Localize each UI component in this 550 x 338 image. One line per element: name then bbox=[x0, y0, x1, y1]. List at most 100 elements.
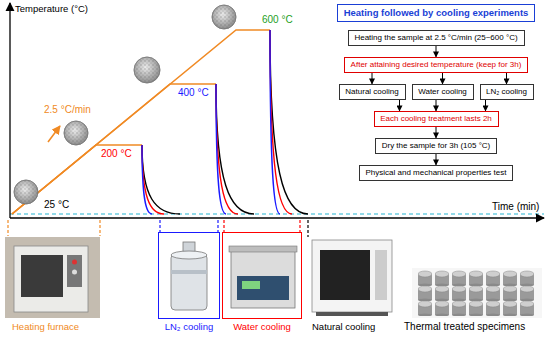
specimen bbox=[418, 301, 432, 317]
process-box: Water cooling bbox=[412, 84, 474, 100]
specimen bbox=[486, 301, 500, 317]
connector bbox=[506, 73, 507, 84]
heating-curves bbox=[12, 30, 270, 214]
natural-cooling-curve bbox=[270, 30, 308, 214]
box-text: Heating the sample at 2.5 °C/min (25~600… bbox=[354, 33, 519, 43]
oven-window bbox=[320, 250, 370, 300]
photo-caption: Thermal treated specimens bbox=[404, 321, 525, 333]
box-text: LN₂ cooling bbox=[486, 87, 528, 97]
oven-body bbox=[312, 240, 392, 312]
photo-ground bbox=[412, 268, 542, 318]
oven-photo bbox=[312, 240, 392, 316]
specimen bbox=[486, 271, 500, 287]
connector bbox=[399, 100, 400, 111]
specimen-image bbox=[64, 121, 88, 145]
specimen-texture bbox=[64, 121, 88, 145]
rate-arrow bbox=[48, 126, 60, 142]
process-box: Physical and mechanical properties test bbox=[359, 165, 513, 181]
process-box: LN₂ cooling bbox=[480, 84, 534, 100]
box-text: Water cooling bbox=[418, 87, 468, 97]
photo-caption: Natural cooling bbox=[312, 321, 375, 332]
bath-body bbox=[231, 250, 295, 308]
specimen-image bbox=[212, 5, 236, 29]
room-temperature-line bbox=[10, 213, 544, 214]
specimen bbox=[503, 301, 517, 317]
furnace-knob bbox=[72, 260, 77, 265]
note-box: After attaining desired temperature (kee… bbox=[344, 57, 528, 73]
heating-curve bbox=[12, 145, 142, 214]
rate-label: 2.5 °C/min bbox=[44, 104, 91, 116]
temperature-label: 25 °C bbox=[44, 199, 69, 211]
specimen bbox=[435, 271, 449, 287]
axis-title: Temperature (°C) bbox=[15, 3, 88, 14]
temperature-label: 200 °C bbox=[101, 148, 132, 160]
bath-lid bbox=[229, 246, 297, 252]
photo-outline bbox=[158, 232, 220, 319]
y-axis bbox=[9, 3, 10, 218]
photo-caption: Heating furnace bbox=[12, 321, 79, 332]
specimen bbox=[452, 271, 466, 287]
connector bbox=[436, 154, 437, 165]
temperature-label: 400 °C bbox=[178, 87, 209, 99]
specimen bbox=[452, 301, 466, 317]
dewar-band bbox=[171, 270, 207, 274]
specimen bbox=[520, 271, 534, 287]
specimen bbox=[520, 286, 534, 302]
process-box: Heating the sample at 2.5 °C/min (25~600… bbox=[348, 30, 525, 46]
connector bbox=[436, 46, 437, 57]
dewar-body bbox=[171, 254, 207, 310]
photo-frame: Water cooling bbox=[222, 232, 302, 332]
furnace-body bbox=[14, 246, 88, 312]
specimen bbox=[435, 286, 449, 302]
bath-panel bbox=[237, 276, 289, 300]
ln2-cooling-curve bbox=[142, 145, 152, 214]
box-text: Dry the sample for 3h (105 °C) bbox=[381, 141, 491, 151]
axis-title: Time (min) bbox=[492, 201, 539, 213]
photo-caption: Water cooling bbox=[222, 321, 302, 332]
specimen-images bbox=[14, 5, 236, 204]
ln2-cooling-curve bbox=[270, 30, 280, 214]
specimen bbox=[469, 286, 483, 302]
ln2-cooling-curve bbox=[216, 84, 226, 214]
specimen bbox=[418, 271, 432, 287]
specimen bbox=[418, 286, 432, 302]
note-box: Each cooling treatment lasts 2h bbox=[374, 111, 499, 127]
connector bbox=[485, 100, 486, 111]
title-box: Heating followed by cooling experiments bbox=[337, 4, 535, 22]
temperature-label: 600 °C bbox=[262, 14, 293, 26]
oven-panel bbox=[375, 250, 387, 300]
specimen bbox=[486, 286, 500, 302]
specimens-photo bbox=[412, 268, 542, 318]
connector bbox=[372, 73, 373, 84]
specimen bbox=[503, 271, 517, 287]
box-text: After attaining desired temperature (kee… bbox=[350, 60, 522, 70]
water-cooling-curve bbox=[216, 84, 238, 214]
box-text: Physical and mechanical properties test bbox=[365, 168, 507, 178]
water-bath-photo bbox=[229, 246, 297, 308]
specimen bbox=[469, 271, 483, 287]
specimen bbox=[435, 301, 449, 317]
leader-line bbox=[224, 220, 300, 232]
water-cooling-curve bbox=[142, 145, 164, 214]
specimen-image bbox=[134, 57, 160, 83]
dewar-top bbox=[171, 251, 207, 259]
photo-ground bbox=[5, 237, 100, 318]
specimen bbox=[452, 286, 466, 302]
box-text: Each cooling treatment lasts 2h bbox=[380, 114, 493, 124]
process-box: Natural cooling bbox=[339, 84, 406, 100]
natural-cooling-curve bbox=[142, 145, 180, 214]
specimen-image bbox=[14, 180, 38, 204]
natural-cooling-curve bbox=[216, 84, 254, 214]
bath-display bbox=[242, 281, 260, 289]
photo-frame: LN₂ cooling bbox=[158, 232, 220, 332]
photo-caption: LN₂ cooling bbox=[158, 321, 220, 332]
connector bbox=[436, 127, 437, 138]
heating-curve bbox=[12, 30, 270, 214]
furnace-photo bbox=[5, 237, 100, 318]
box-text: Natural cooling bbox=[345, 87, 400, 97]
leader-line bbox=[160, 220, 218, 232]
photo-outline bbox=[222, 232, 302, 319]
connector bbox=[436, 100, 437, 111]
